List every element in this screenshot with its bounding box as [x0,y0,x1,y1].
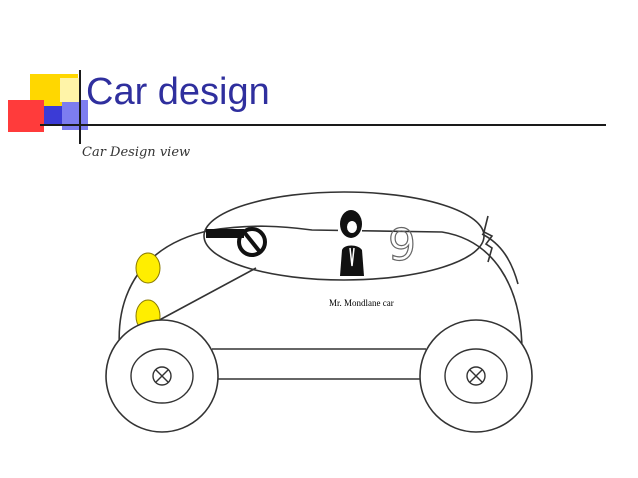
decor-square-red [8,100,44,132]
title-vertical-rule [79,70,81,144]
car-caption: Mr. Mondlane car [329,298,394,308]
slide-subtitle: Car Design view [82,145,191,160]
steering-wheel-icon [206,227,267,257]
seat-number-glyph: 9 [388,220,416,271]
front-wheel [105,319,219,433]
car-drawing: 9 [82,174,562,434]
decor-square-paleyellow [60,78,80,102]
rear-wheel [419,319,533,433]
car-drawing-svg: 9 [105,191,533,433]
decor-square-blue [44,106,64,126]
car-body-outline [118,225,523,355]
car-roof-right [481,233,519,285]
headlight-upper [135,252,161,284]
driver-portrait [338,210,364,276]
slide-title: Car design [86,71,270,113]
car-dash-line [151,267,257,325]
car-chassis [212,348,426,380]
car-antenna [483,215,494,263]
car-window [203,191,485,281]
title-underline [40,124,606,126]
